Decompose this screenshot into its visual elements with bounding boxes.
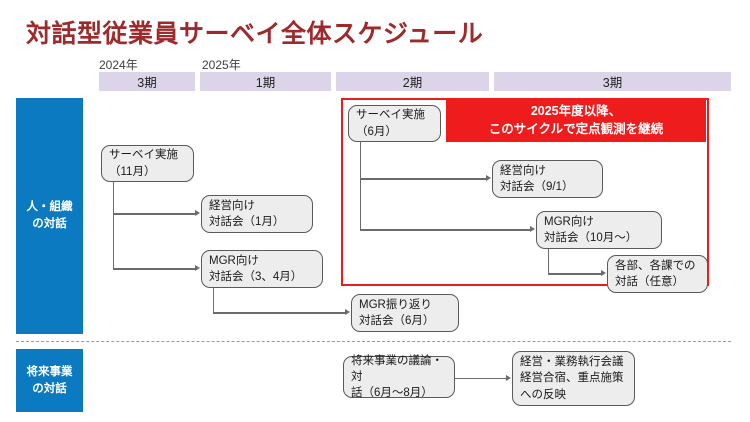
node-line: （11月） xyxy=(109,165,156,178)
period-header-cell: 3期 xyxy=(99,72,195,91)
node-line: サーベイ実施 xyxy=(109,149,178,162)
survey-nov-to-mgr-mar-apr-vertical xyxy=(113,182,115,269)
mgr-oct-to-dept-optional-vertical xyxy=(548,249,550,274)
node-dept-optional[interactable]: 各部、各課での対話（任意） xyxy=(607,255,708,293)
lane-label-future-business: 将来事業 の対話 xyxy=(16,349,83,412)
node-line: MGR向け xyxy=(544,215,594,228)
year-label: 2024年 xyxy=(99,58,138,72)
mgr-oct-to-dept-optional-horizontal xyxy=(548,273,602,275)
period-header-cell: 3期 xyxy=(494,72,731,91)
node-line: 対話会（1月） xyxy=(209,216,285,228)
node-line: 対話会（9/1） xyxy=(500,181,574,193)
survey-nov-to-exec-jan-arrow xyxy=(195,210,200,216)
highlight-banner-text: 2025年度以降、 このサイクルで定点観測を継続 xyxy=(488,104,664,136)
node-mgr-review-jun[interactable]: MGR振り返り対話会（6月） xyxy=(351,294,459,332)
future-to-mgmt-reflect-line xyxy=(455,377,507,380)
node-line: 話（6月〜8月） xyxy=(351,387,433,400)
node-line: MGR向け xyxy=(209,254,259,267)
node-line: 経営合宿、重点施策 xyxy=(520,372,624,385)
node-survey-nov[interactable]: サーベイ実施 （11月） xyxy=(101,145,194,182)
node-line: 対話（任意） xyxy=(615,276,684,288)
page-title: 対話型従業員サーベイ全体スケジュール xyxy=(26,20,484,48)
node-line: サーベイ実施 xyxy=(356,109,425,122)
node-line: 将来事業の議論・対 xyxy=(351,354,443,383)
node-line: 経営・業務執行会議 xyxy=(520,356,624,369)
node-mgmt-reflect[interactable]: 経営・業務執行会議経営合宿、重点施策への反映 xyxy=(512,351,635,406)
node-survey-jun[interactable]: サーベイ実施 （6月） xyxy=(348,105,441,142)
survey-jun-to-mgr-oct-arrow xyxy=(530,226,535,232)
node-line: 経営向け xyxy=(209,199,255,212)
period-header-cell: 2期 xyxy=(336,72,489,91)
mgr-mar-apr-to-mgr-review-arrow xyxy=(345,309,350,315)
survey-jun-to-exec-sep1-horizontal xyxy=(360,178,487,180)
future-to-mgmt-reflect-arrow xyxy=(506,374,511,381)
lane-label-text: 将来事業 の対話 xyxy=(26,365,73,395)
year-label: 2025年 xyxy=(202,58,241,72)
lane-divider xyxy=(16,341,731,342)
node-mgr-oct[interactable]: MGR向け対話会（10月〜） xyxy=(536,211,662,249)
node-line: 対話会（10月〜） xyxy=(544,232,638,244)
node-line: への反映 xyxy=(520,388,566,401)
mgr-mar-apr-to-mgr-review-vertical xyxy=(213,288,215,313)
node-line: MGR振り返り xyxy=(359,298,432,311)
node-exec-jan[interactable]: 経営向け対話会（1月） xyxy=(201,195,313,233)
mgr-mar-apr-to-mgr-review-horizontal xyxy=(213,312,346,314)
survey-nov-to-mgr-mar-apr-arrow xyxy=(195,265,200,271)
highlight-frame xyxy=(341,98,709,286)
node-exec-sep1[interactable]: 経営向け対話会（9/1） xyxy=(492,160,603,198)
survey-jun-to-mgr-oct-vertical xyxy=(360,142,362,230)
mgr-oct-to-dept-optional-arrow xyxy=(601,270,606,276)
node-line: 対話会（3、4月） xyxy=(209,271,303,283)
survey-nov-to-exec-jan-horizontal xyxy=(113,213,196,215)
highlight-banner: 2025年度以降、 このサイクルで定点観測を継続 xyxy=(446,100,706,142)
lane-label-text: 人・組織 の対話 xyxy=(26,201,73,230)
period-header-cell: 1期 xyxy=(200,72,331,91)
node-line: （6月） xyxy=(356,125,397,138)
node-mgr-mar-apr[interactable]: MGR向け対話会（3、4月） xyxy=(201,250,323,288)
node-line: 対話会（6月） xyxy=(359,315,435,327)
node-future-discussion[interactable]: 将来事業の議論・対話（6月〜8月） xyxy=(343,354,455,400)
survey-jun-to-exec-sep1-arrow xyxy=(486,175,491,181)
node-line: 各部、各課での xyxy=(615,259,696,272)
lane-label-people-organization: 人・組織 の対話 xyxy=(16,98,83,334)
node-line: 経営向け xyxy=(500,164,546,177)
survey-jun-to-mgr-oct-horizontal xyxy=(360,229,531,231)
survey-nov-to-mgr-mar-apr-horizontal xyxy=(113,268,196,270)
